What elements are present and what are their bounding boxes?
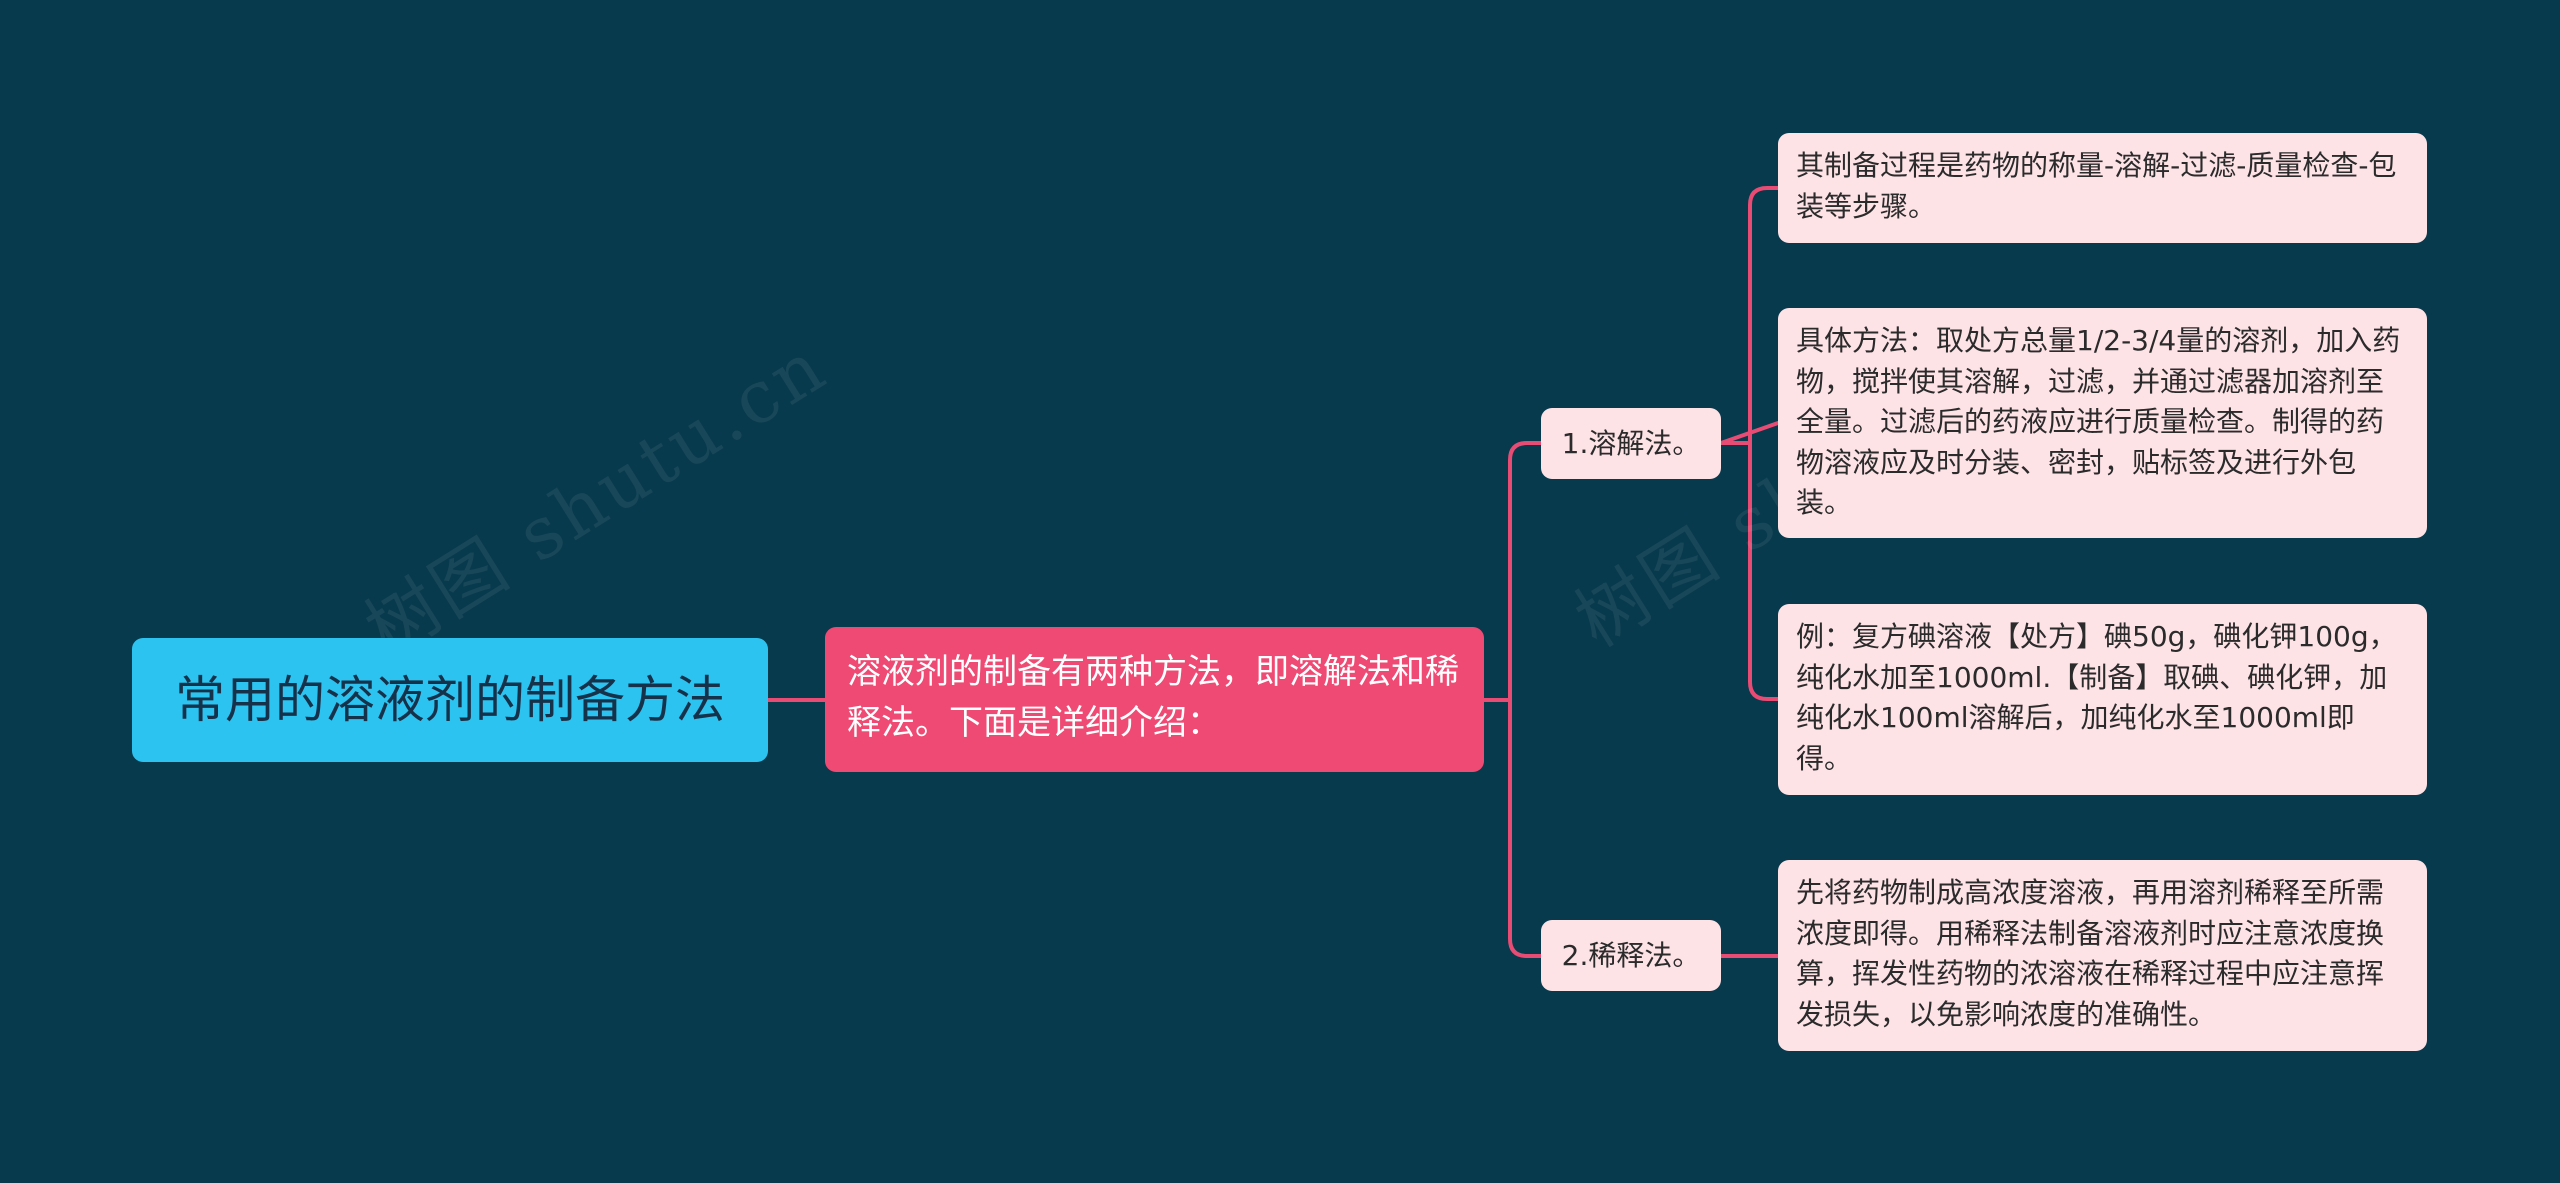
connector-main-branch-2	[1482, 698, 1543, 958]
root-node[interactable]: 常用的溶液剂的制备方法	[132, 638, 768, 762]
root-node-label: 常用的溶液剂的制备方法	[175, 671, 725, 729]
connector-main-branch-1	[1482, 441, 1543, 702]
leaf-node-text: 其制备过程是药物的称量-溶解-过滤-质量检查-包装等步骤。	[1796, 149, 2397, 223]
connector-branch-1-leaf-2	[1719, 421, 1780, 445]
main-node-label: 溶液剂的制备有两种方法，即溶解法和稀释法。下面是详细介绍：	[847, 652, 1459, 743]
leaf-node-example[interactable]: 例：复方碘溶液【处方】碘50g，碘化钾100g，纯化水加至1000ml.【制备】…	[1778, 604, 2427, 795]
branch-node-dissolution[interactable]: 1.溶解法。	[1541, 408, 1721, 479]
leaf-node-text: 先将药物制成高浓度溶液，再用溶剂稀释至所需浓度即得。用稀释法制备溶液剂时应注意浓…	[1796, 876, 2385, 1031]
leaf-node-text: 具体方法：取处方总量1/2-3/4量的溶剂，加入药物，搅拌使其溶解，过滤，并通过…	[1796, 324, 2401, 520]
connector-branch-1-leaf-3	[1748, 441, 1780, 701]
connector-branch-1-leaf-1	[1719, 186, 1780, 445]
leaf-node-process[interactable]: 其制备过程是药物的称量-溶解-过滤-质量检查-包装等步骤。	[1778, 133, 2427, 243]
leaf-node-dilution-detail[interactable]: 先将药物制成高浓度溶液，再用溶剂稀释至所需浓度即得。用稀释法制备溶液剂时应注意浓…	[1778, 860, 2427, 1051]
main-node[interactable]: 溶液剂的制备有两种方法，即溶解法和稀释法。下面是详细介绍：	[825, 627, 1484, 772]
branch-node-label: 1.溶解法。	[1561, 426, 1701, 460]
branch-node-label: 2.稀释法。	[1561, 938, 1701, 972]
leaf-node-method[interactable]: 具体方法：取处方总量1/2-3/4量的溶剂，加入药物，搅拌使其溶解，过滤，并通过…	[1778, 308, 2427, 538]
leaf-node-text: 例：复方碘溶液【处方】碘50g，碘化钾100g，纯化水加至1000ml.【制备】…	[1796, 620, 2397, 775]
branch-node-dilution[interactable]: 2.稀释法。	[1541, 920, 1721, 991]
